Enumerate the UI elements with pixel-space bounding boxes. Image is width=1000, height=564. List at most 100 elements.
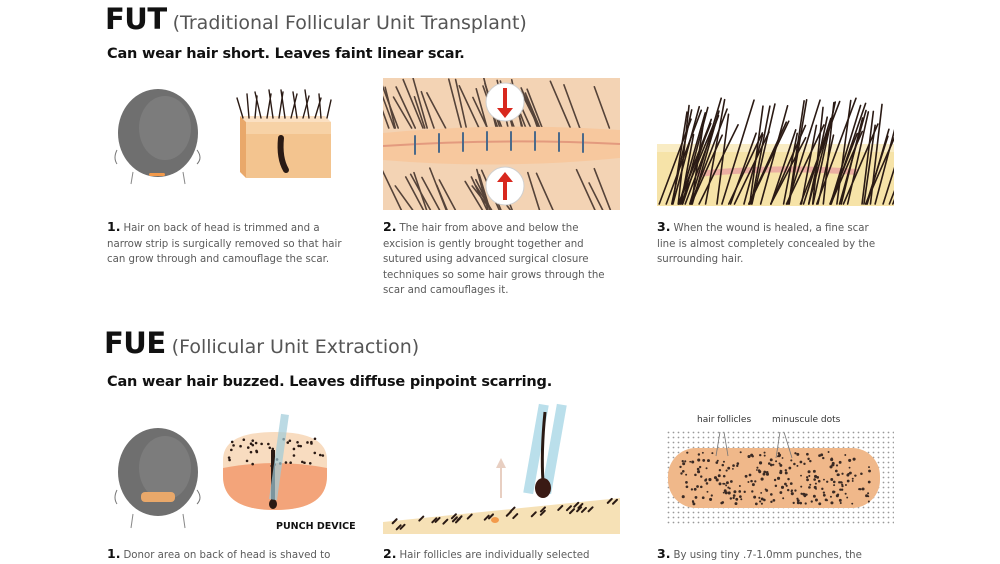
pinpoint-dot xyxy=(249,442,253,445)
pinpoint-dot xyxy=(796,501,800,505)
punch-device-icon xyxy=(269,413,289,501)
pinpoint-dot xyxy=(736,462,740,465)
hair-strand xyxy=(438,179,457,210)
fue-illustration-2 xyxy=(383,403,620,534)
step-number: 1. xyxy=(107,219,121,234)
pinpoint-dot xyxy=(826,480,829,483)
pinpoint-dot xyxy=(807,457,810,461)
pinpoint-dot xyxy=(831,461,835,465)
hair-strand xyxy=(434,516,441,523)
hair-strand xyxy=(527,171,541,210)
pinpoint-dot xyxy=(696,485,699,488)
pinpoint-dot xyxy=(753,495,757,499)
hair-strand xyxy=(565,505,572,512)
hair-strand xyxy=(384,86,397,129)
arrow-down-icon xyxy=(485,82,525,122)
pinpoint-dot xyxy=(796,464,799,467)
pinpoint-dot xyxy=(784,469,788,472)
hair-strand xyxy=(383,109,390,129)
step-text: Hair follicles are individually selected xyxy=(399,550,590,561)
fue-illustration-1 xyxy=(114,413,327,529)
pinpoint-dot xyxy=(779,463,783,467)
pinpoint-dot xyxy=(780,470,783,473)
pinpoint-dot xyxy=(713,476,718,480)
hair-strand xyxy=(450,513,457,520)
hair-strand xyxy=(811,106,824,205)
hair-strand xyxy=(535,172,554,210)
pinpoint-dot xyxy=(756,469,758,471)
hair-strand xyxy=(383,95,396,129)
hair-strand xyxy=(782,132,799,205)
pinpoint-dot xyxy=(836,493,840,496)
hair-strand xyxy=(470,176,488,210)
hair-strand xyxy=(587,506,594,513)
pinpoint-dot xyxy=(792,501,795,505)
pinpoint-dot xyxy=(799,460,803,464)
pinpoint-dot xyxy=(818,502,822,506)
fut-title: FUT(Traditional Follicular Unit Transpla… xyxy=(105,2,527,36)
step-number: 2. xyxy=(383,219,397,234)
hair-strand xyxy=(404,176,425,210)
hair-strand xyxy=(733,131,770,205)
pinpoint-dot xyxy=(292,447,296,451)
pinpoint-dot xyxy=(705,482,709,485)
pinpoint-dot xyxy=(286,441,290,444)
hair-strand xyxy=(472,96,489,129)
pinpoint-dot xyxy=(868,469,871,473)
pinpoint-dot xyxy=(840,481,843,484)
fut-abbr: FUT xyxy=(105,2,167,36)
pinpoint-dot xyxy=(858,488,861,491)
pinpoint-dot xyxy=(790,459,793,462)
pinpoint-dot xyxy=(773,478,777,482)
pinpoint-dot xyxy=(816,476,820,479)
pinpoint-dot xyxy=(715,478,719,482)
hair-strand xyxy=(483,514,490,521)
hair-strand xyxy=(678,112,707,205)
pinpoint-dot xyxy=(805,476,809,479)
hair-strand xyxy=(874,128,894,205)
pinpoint-dot xyxy=(251,462,254,466)
pinpoint-dot xyxy=(784,482,787,486)
pinpoint-dot xyxy=(778,462,781,465)
pinpoint-dot xyxy=(700,485,703,489)
pinpoint-dot xyxy=(841,472,844,475)
hair-strand xyxy=(817,134,835,205)
hair-strand xyxy=(431,517,438,524)
hair-strand xyxy=(573,501,580,508)
pinpoint-dot xyxy=(841,483,844,486)
pinpoint-dot xyxy=(732,496,735,500)
pinpoint-dot xyxy=(299,444,303,448)
pinpoint-dot xyxy=(846,473,850,477)
hair-strand xyxy=(829,104,862,205)
pinpoint-dot xyxy=(245,459,249,463)
pinpoint-dot xyxy=(788,466,792,470)
fue-title: FUE(Follicular Unit Extraction) xyxy=(104,326,419,360)
pinpoint-dot xyxy=(789,482,793,485)
pinpoint-dot xyxy=(684,460,687,463)
pinpoint-dot xyxy=(776,476,781,480)
pinpoint-dot xyxy=(284,461,288,464)
hair-strand xyxy=(383,169,403,210)
pinpoint-dot xyxy=(834,469,838,473)
hair-strand xyxy=(475,87,488,129)
pinpoint-dot xyxy=(832,480,836,484)
hair-strand xyxy=(611,498,618,505)
pinpoint-dot xyxy=(691,460,695,464)
pinpoint-dot xyxy=(769,458,773,462)
pinpoint-dot xyxy=(260,442,263,446)
pinpoint-dot xyxy=(697,453,701,456)
pinpoint-dot xyxy=(249,450,253,454)
pinpoint-dot xyxy=(732,494,736,497)
pinpoint-dot xyxy=(681,470,685,473)
pinpoint-dot xyxy=(825,499,829,502)
fue-full-name: (Follicular Unit Extraction) xyxy=(171,336,420,358)
pinpoint-dot xyxy=(292,454,296,457)
pinpoint-dot xyxy=(310,442,313,445)
pinpoint-dot xyxy=(251,439,255,442)
fue-step-1-caption: 1.Donor area on back of head is shaved t… xyxy=(107,546,347,564)
pinpoint-dot xyxy=(822,491,826,494)
pinpoint-dot xyxy=(848,471,852,475)
pinpoint-dot xyxy=(710,494,713,497)
pinpoint-dot xyxy=(763,454,766,457)
pinpoint-dot xyxy=(705,467,708,470)
